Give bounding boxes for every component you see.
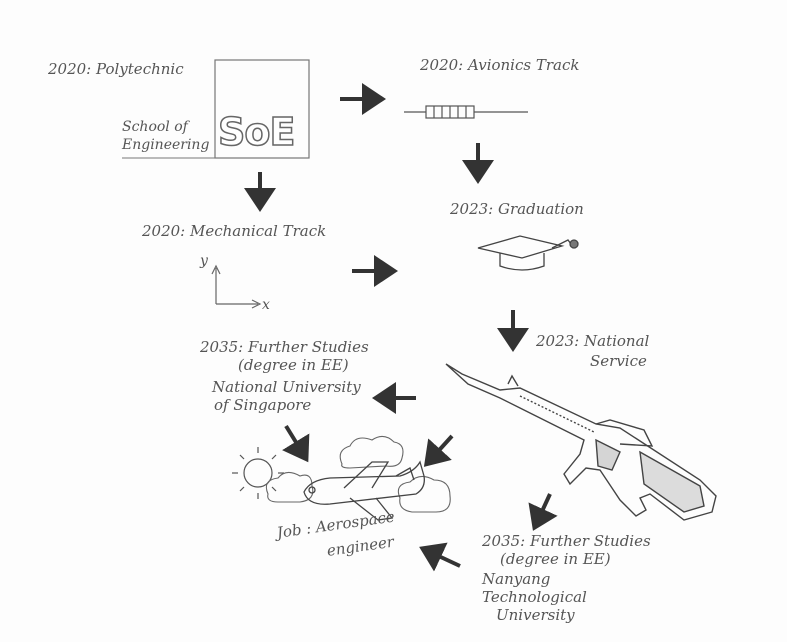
ntu-label-line1: 2035: Further Studies	[482, 532, 651, 550]
ntu-label-line3: Nanyang	[482, 570, 551, 588]
graduation-label: 2023: Graduation	[450, 200, 584, 218]
cloud-icon	[265, 435, 451, 513]
school-label-line2: Engineering	[122, 137, 210, 153]
arrow-icon	[244, 83, 558, 572]
nus-label-line4: of Singapore	[214, 396, 312, 414]
nus-label-line1: 2035: Further Studies	[200, 338, 369, 356]
airplane-icon	[303, 460, 425, 521]
school-label-line1: School of	[122, 119, 188, 135]
axis-y-label: y	[200, 253, 208, 269]
soe-logo-text: SoE	[217, 109, 296, 155]
graduation-cap-icon	[477, 235, 579, 271]
national-service-label-line2: Service	[590, 352, 647, 370]
nus-label-line2: (degree in EE)	[238, 356, 349, 374]
avionics-label: 2020: Avionics Track	[420, 56, 580, 74]
rifle-icon	[445, 363, 717, 521]
ntu-label-line2: (degree in EE)	[500, 550, 611, 568]
national-service-label-line1: 2023: National	[536, 332, 650, 350]
ntu-label-line5: University	[496, 606, 575, 624]
ntu-label-line4: Technological	[482, 588, 587, 606]
axis-x-label: x	[262, 297, 270, 313]
nus-label-line3: National University	[212, 378, 361, 396]
resistor-icon	[404, 105, 528, 119]
soe-logo-icon	[122, 59, 310, 159]
sun-icon	[232, 447, 284, 499]
polytechnic-label: 2020: Polytechnic	[48, 60, 184, 78]
mechanical-label: 2020: Mechanical Track	[142, 222, 327, 240]
axes-icon	[211, 264, 262, 309]
